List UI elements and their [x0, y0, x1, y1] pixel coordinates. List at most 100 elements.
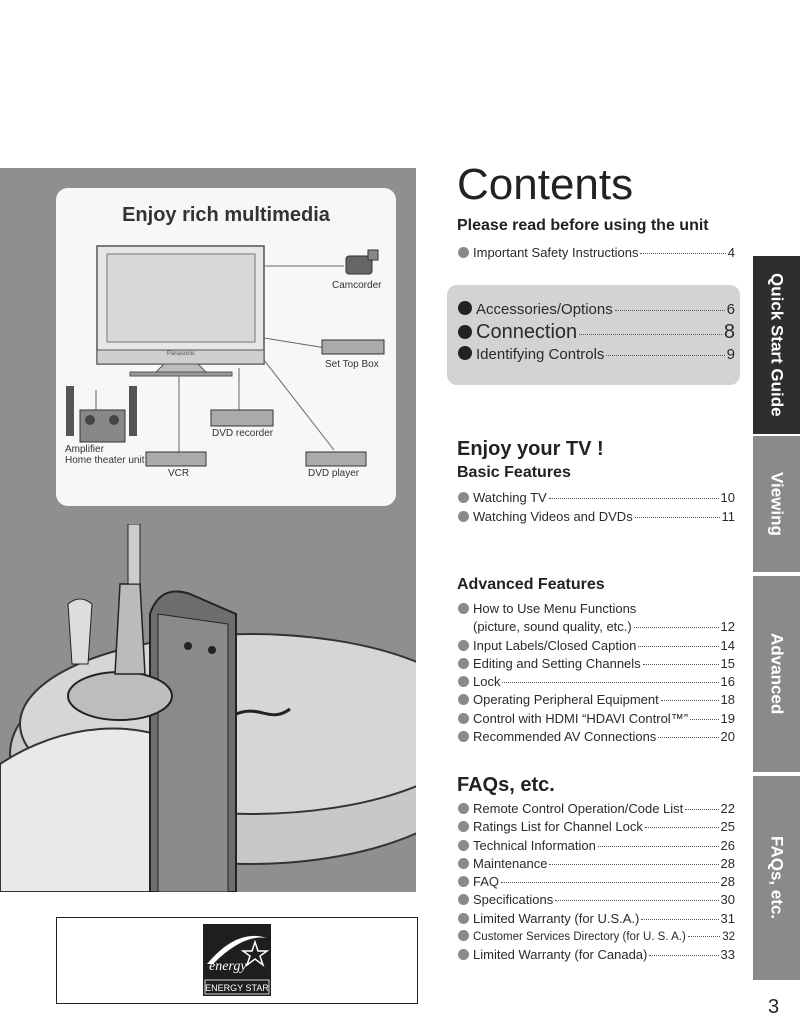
toc-entry-label: (picture, sound quality, etc.)	[473, 619, 632, 635]
leader-dots	[641, 918, 719, 920]
toc-entry-label: Editing and Setting Channels	[473, 655, 641, 671]
toc-entry-page: 9	[726, 346, 735, 363]
leader-dots	[690, 718, 719, 720]
tab-viewing[interactable]: Viewing	[753, 436, 800, 572]
multimedia-title: Enjoy rich multimedia	[122, 204, 330, 226]
toc-entry-label: Control with HDMI “HDAVI Control™”	[473, 710, 689, 726]
toc-entry[interactable]: Remote Control Operation/Code List 22	[458, 800, 735, 818]
section-heading-advanced: Advanced Features	[457, 576, 605, 593]
toc-entry[interactable]: Input Labels/Closed Caption 14	[458, 637, 735, 655]
energy-star-label: ENERGY STAR	[205, 983, 269, 993]
leader-dots	[642, 663, 719, 665]
toc-entry-page: 16	[720, 674, 735, 690]
toc-entry-page: 28	[720, 855, 735, 871]
toc-entry-page: 14	[720, 637, 735, 653]
toc-entry-page: 22	[720, 801, 735, 816]
toc-entry-label: Technical Information	[473, 837, 596, 853]
toc-entry-label: Input Labels/Closed Caption	[473, 637, 637, 653]
bullet-icon	[458, 731, 469, 743]
toc-entry-label: Ratings List for Channel Lock	[473, 819, 643, 835]
toc-entry-label: Operating Peripheral Equipment	[473, 692, 659, 708]
home-theater-label: Home theater unit	[65, 455, 145, 466]
toc-entry-page: 31	[720, 910, 735, 926]
section-heading-enjoy: Enjoy your TV !	[457, 438, 604, 460]
bullet-icon	[458, 657, 469, 669]
toc-entry-page: 6	[726, 301, 735, 318]
toc-advanced-features: How to Use Menu Functions(picture, sound…	[458, 600, 735, 746]
toc-entry-label: Lock	[473, 674, 501, 690]
bullet-icon	[458, 639, 469, 651]
bullet-icon	[458, 839, 469, 851]
tab-label: Viewing	[767, 472, 787, 536]
toc-entry[interactable]: Ratings List for Channel Lock 25	[458, 818, 735, 836]
leader-dots	[579, 334, 722, 335]
bullet-icon	[458, 894, 469, 906]
toc-entry-label: Customer Services Directory (for U. S. A…	[473, 931, 686, 944]
vcr-label: VCR	[168, 468, 190, 479]
section-heading-before-use: Please read before using the unit	[457, 217, 709, 234]
toc-entry[interactable]: Maintenance 28	[458, 855, 735, 873]
toc-entry-label: Accessories/Options	[476, 301, 613, 318]
leader-dots	[660, 700, 719, 702]
tab-faqs[interactable]: FAQs, etc.	[753, 776, 800, 980]
tab-label: Advanced	[767, 633, 787, 715]
amplifier-label: Amplifier	[65, 444, 104, 455]
leader-dots	[555, 900, 719, 902]
toc-entry-label: Remote Control Operation/Code List	[473, 801, 684, 816]
bullet-icon	[458, 857, 469, 869]
toc-entry[interactable]: Limited Warranty (for Canada)33	[458, 946, 735, 964]
dvd-player-label: DVD player	[308, 468, 360, 479]
tab-advanced[interactable]: Advanced	[753, 576, 800, 772]
set-top-box-label: Set Top Box	[325, 359, 379, 370]
tab-label: FAQs, etc.	[767, 836, 787, 920]
toc-entry-label: Maintenance	[473, 855, 548, 871]
camcorder-label: Camcorder	[332, 280, 382, 291]
toc-entry[interactable]: How to Use Menu Functions	[458, 600, 735, 618]
leader-dots	[597, 845, 719, 847]
bullet-icon	[458, 301, 472, 315]
toc-entry-page: 25	[720, 819, 735, 835]
leader-dots	[633, 627, 719, 629]
section-heading-faqs: FAQs, etc.	[457, 774, 555, 796]
bullet-icon	[458, 803, 469, 814]
bullet-icon	[458, 676, 469, 688]
tab-quick-start-guide[interactable]: Quick Start Guide	[753, 256, 800, 434]
toc-entry[interactable]: Customer Services Directory (for U. S. A…	[458, 928, 735, 946]
toc-entry[interactable]: Limited Warranty (for U.S.A.)31	[458, 910, 735, 928]
leader-dots	[501, 882, 719, 884]
bullet-icon	[458, 912, 469, 924]
leader-dots	[685, 809, 719, 810]
dvd-recorder-label: DVD recorder	[212, 428, 274, 439]
leader-dots	[606, 355, 725, 356]
toc-entry-label: FAQ	[473, 874, 500, 890]
page-number: 3	[768, 996, 780, 1018]
toc-entry-label: Watching TV	[473, 490, 547, 505]
toc-entry[interactable]: Control with HDMI “HDAVI Control™” 19	[458, 710, 735, 728]
toc-entry-page: 12	[720, 619, 735, 635]
bullet-icon	[458, 603, 469, 614]
bullet-icon	[458, 694, 469, 706]
toc-entry[interactable]: Lock 16	[458, 673, 735, 691]
toc-entry[interactable]: Accessories/Options 6	[458, 299, 735, 320]
tab-label: Quick Start Guide	[767, 273, 787, 417]
toc-entry-page: 19	[720, 710, 735, 726]
bullet-icon	[458, 876, 469, 888]
leader-dots	[614, 310, 725, 311]
toc-entry-continuation[interactable]: (picture, sound quality, etc.) 12	[458, 618, 735, 636]
leader-dots	[644, 827, 719, 829]
